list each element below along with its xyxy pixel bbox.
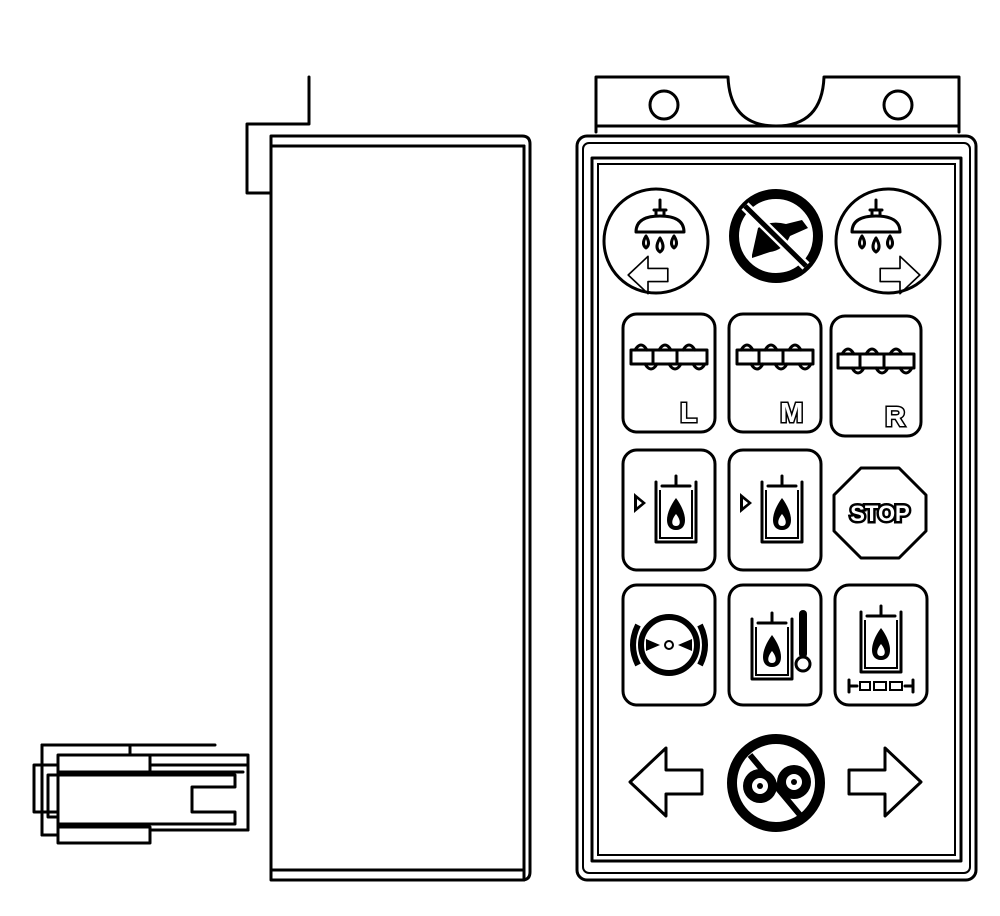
mounting-tab <box>594 75 961 134</box>
arrow-left-button[interactable] <box>628 746 704 818</box>
spinner-disabled-button[interactable] <box>729 189 823 283</box>
housing-side-view <box>245 75 532 882</box>
tank-temperature-button[interactable] <box>727 583 823 707</box>
liquid-pump-1-button[interactable] <box>621 448 717 572</box>
auger-left-button[interactable]: L <box>621 312 717 434</box>
spread-width-button[interactable] <box>621 583 717 707</box>
keypad-front-view <box>575 75 978 882</box>
spray-right-button[interactable] <box>834 187 942 295</box>
tank-level-button[interactable] <box>833 583 929 707</box>
spray-left-button[interactable] <box>602 187 710 295</box>
stop-button[interactable]: STOP <box>832 466 928 560</box>
liquid-pump-2-button[interactable] <box>727 448 823 572</box>
conveyor-disabled-button[interactable] <box>727 734 825 832</box>
stop-label: STOP <box>850 501 910 526</box>
auger-middle-button[interactable]: M <box>727 312 823 434</box>
auger-left-label: L <box>680 397 697 428</box>
bezel-outer <box>575 134 978 882</box>
auger-right-button[interactable]: R <box>829 314 923 438</box>
auger-right-label: R <box>885 401 905 432</box>
connector-side-view <box>32 743 250 845</box>
keypad-panel <box>590 156 963 863</box>
arrow-right-button[interactable] <box>847 746 923 818</box>
mount-hole-left <box>648 89 680 121</box>
auger-middle-label: M <box>780 397 803 428</box>
mount-hole-right <box>882 89 914 121</box>
